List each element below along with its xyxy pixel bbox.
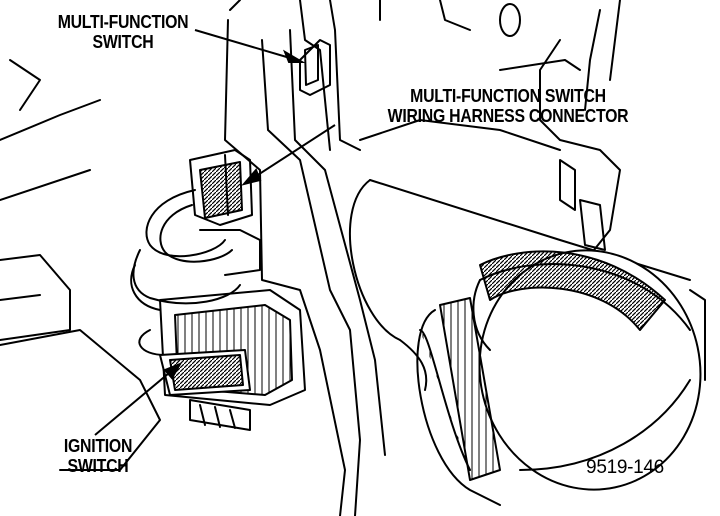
harness-connector-block: [189, 149, 253, 226]
callout-leaders: [94, 29, 336, 436]
leader-multi-function-switch: [194, 29, 291, 59]
upper-knob: [499, 3, 521, 37]
leader-ignition-switch: [94, 367, 176, 436]
label-line: IGNITION: [63, 436, 133, 456]
label-line: SWITCH: [67, 456, 129, 476]
dash-panel-lower-left: [0, 254, 71, 341]
column-shading: [479, 250, 666, 331]
column-tube-top-edge: [369, 179, 691, 281]
harness-connector-label: MULTI-FUNCTION SWITCH WIRING HARNESS CON…: [350, 86, 667, 126]
ignition-switch-label: IGNITION SWITCH: [28, 436, 169, 476]
shroud-left-edge: [224, 19, 346, 516]
multi-function-switch-body: [299, 39, 331, 96]
label-line: SWITCH: [92, 32, 154, 52]
leader-harness-connector: [249, 124, 336, 181]
label-line: WIRING HARNESS CONNECTOR: [387, 106, 629, 126]
label-line: MULTI-FUNCTION: [57, 12, 189, 32]
multi-function-switch-label: MULTI-FUNCTION SWITCH: [39, 12, 206, 52]
figure-number: 9519-146: [586, 457, 664, 478]
label-line: MULTI-FUNCTION SWITCH: [410, 86, 606, 106]
ignition-switch-body: [159, 289, 306, 406]
